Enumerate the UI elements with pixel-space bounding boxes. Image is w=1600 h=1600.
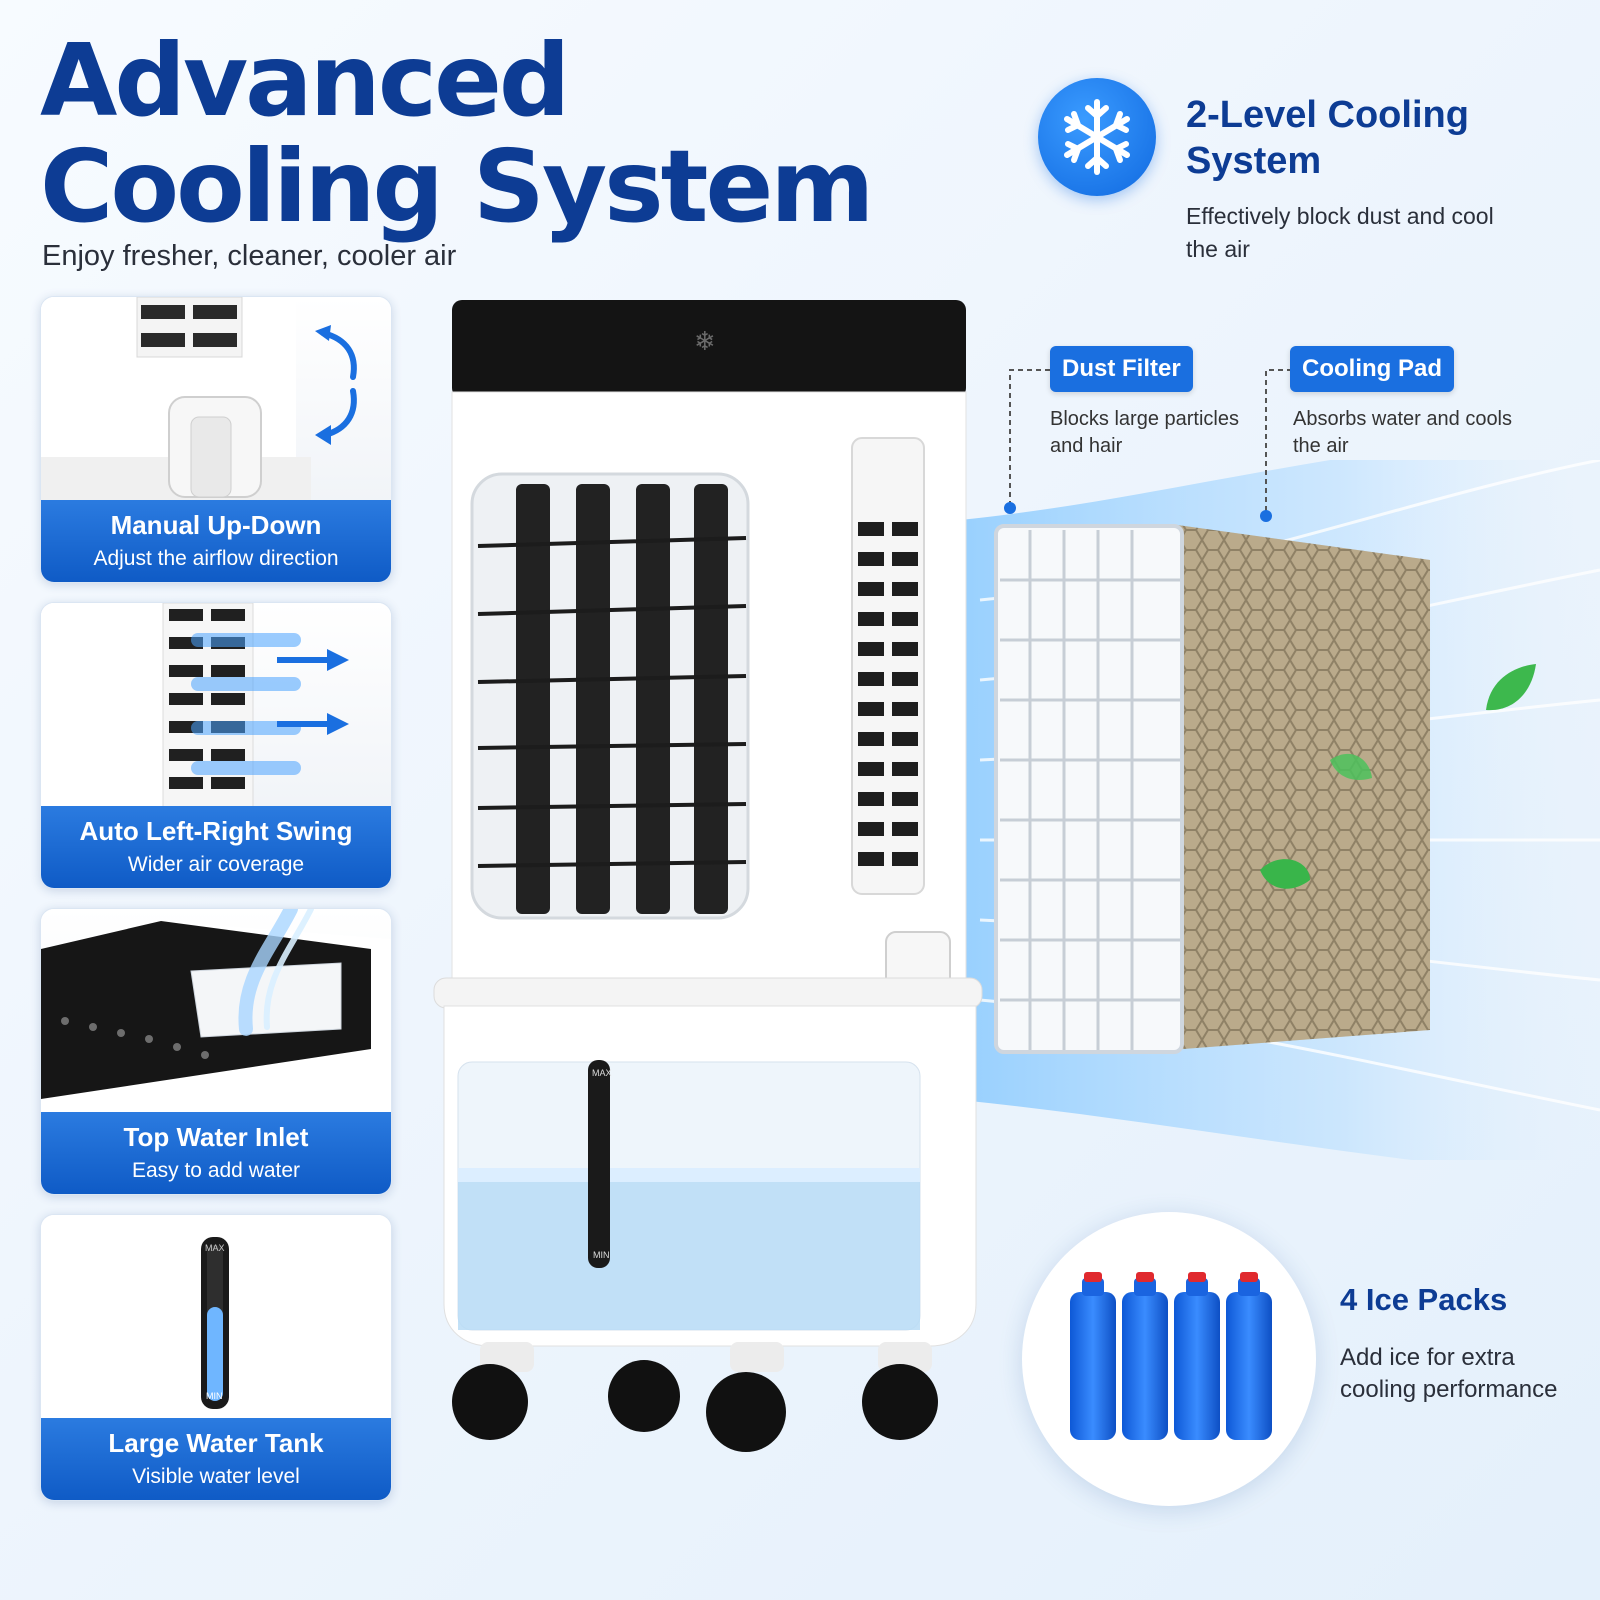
callout-lines xyxy=(1004,369,1290,522)
feature-title: Manual Up-Down xyxy=(110,510,322,540)
feature-title: Top Water Inlet xyxy=(123,1122,309,1152)
leaf-icon xyxy=(1330,753,1372,780)
dust-filter-description: Blocks large particles and hair xyxy=(1050,408,1239,457)
snowflake-badge xyxy=(1038,78,1156,196)
snowflake-icon xyxy=(1064,99,1130,175)
snowflake-icon: ❄ xyxy=(694,326,716,356)
feature-description: Visible water level xyxy=(132,1465,300,1488)
feature-description: Wider air coverage xyxy=(127,853,305,876)
feature-title: Large Water Tank xyxy=(108,1428,324,1458)
ice-packs-description: Add ice for extra cooling performance xyxy=(1340,1344,1558,1403)
cooling-pad-tag: Cooling Pad xyxy=(1290,346,1454,392)
arrow-right-icon xyxy=(277,649,349,671)
feature-caption: Top Water Inlet Easy to add water xyxy=(41,1112,391,1194)
gauge-max-label: MAX xyxy=(205,1243,225,1253)
feature-image-louver xyxy=(41,297,391,502)
feature-card-large-water-tank: MAX MIN Large Water Tank Visible water l… xyxy=(40,1214,392,1501)
feature-description: Easy to add water xyxy=(131,1159,301,1182)
feature-title: Auto Left-Right Swing xyxy=(79,816,353,846)
feature-caption: Auto Left-Right Swing Wider air coverage xyxy=(41,806,391,888)
cooling-system-title: 2-Level Cooling System xyxy=(1186,94,1469,182)
tank-max-label: MAX xyxy=(592,1068,612,1078)
page-title: Advanced Cooling System xyxy=(40,22,875,245)
feature-image-vents xyxy=(41,603,391,809)
ice-packs-title: 4 Ice Packs xyxy=(1340,1282,1508,1317)
dust-filter-tag: Dust Filter xyxy=(1050,346,1193,392)
feature-image-water-inlet xyxy=(41,909,391,1114)
feature-card-auto-swing: Auto Left-Right Swing Wider air coverage xyxy=(40,602,392,889)
gauge-min-label: MIN xyxy=(206,1391,223,1401)
feature-caption: Manual Up-Down Adjust the airflow direct… xyxy=(41,500,391,582)
filter-and-pad xyxy=(994,524,1430,1054)
feature-caption: Large Water Tank Visible water level xyxy=(41,1418,391,1500)
feature-card-top-water-inlet: Top Water Inlet Easy to add water xyxy=(40,908,392,1195)
leaf-icon xyxy=(1260,859,1310,889)
cooling-pad-description: Absorbs water and cools the air xyxy=(1293,408,1513,457)
ice-packs-image xyxy=(1022,1212,1316,1506)
curved-arrow-up-icon xyxy=(315,325,357,380)
arrow-right-icon xyxy=(277,713,349,735)
page-subtitle: Enjoy fresher, cleaner, cooler air xyxy=(42,240,457,272)
feature-image-water-gauge: MAX MIN xyxy=(41,1215,391,1420)
air-cooler-product xyxy=(433,300,983,1452)
feature-description: Adjust the airflow direction xyxy=(93,547,339,570)
curved-arrow-down-icon xyxy=(315,388,357,445)
cooling-system-description: Effectively block dust and cool the air xyxy=(1186,203,1494,262)
tank-min-label: MIN xyxy=(593,1250,610,1260)
feature-card-manual-up-down: Manual Up-Down Adjust the airflow direct… xyxy=(40,296,392,583)
leaf-icon xyxy=(1486,664,1536,711)
